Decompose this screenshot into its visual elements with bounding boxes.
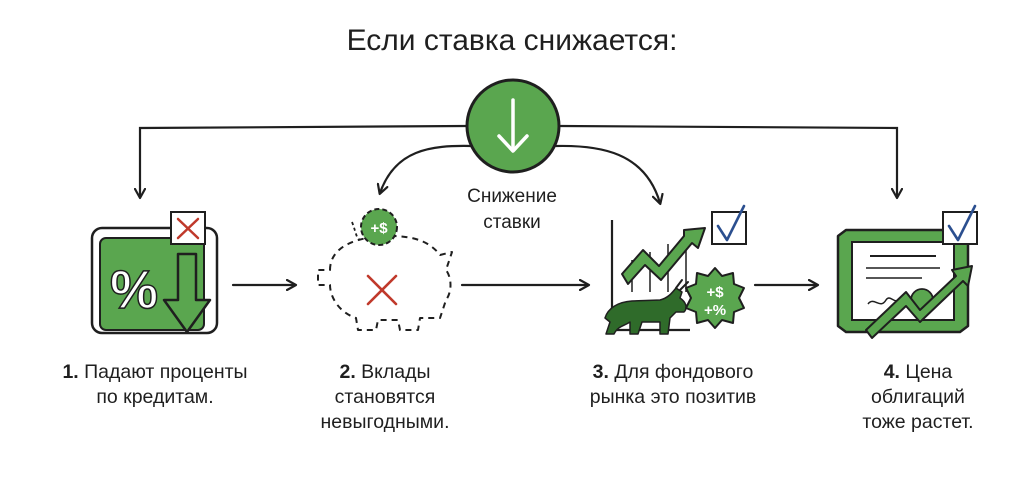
- step-number: 2.: [339, 361, 356, 383]
- step-text: невыгодными.: [320, 411, 450, 433]
- step-2-caption: 2. Вклады становятся невыгодными.: [285, 360, 485, 435]
- rate-decrease-icon: [465, 78, 561, 174]
- step-text: становятся: [334, 386, 436, 408]
- step-text: тоже растет.: [862, 411, 974, 433]
- step3-check-mark: [711, 204, 747, 245]
- step-text: Цена: [905, 361, 953, 383]
- step-text: Падают проценты: [84, 361, 248, 383]
- step4-check-mark: [942, 204, 978, 245]
- arrow-to-step4: [559, 124, 897, 197]
- step-number: 4.: [883, 361, 900, 383]
- center-label: Снижение ставки: [432, 184, 592, 236]
- step-text: облигаций: [871, 386, 965, 408]
- page-title: Если ставка снижается:: [346, 24, 678, 57]
- svg-text:+%: +%: [704, 302, 726, 319]
- step-number: 3.: [592, 361, 609, 383]
- step-text: рынка это позитив: [589, 386, 757, 408]
- step-3-caption: 3. Для фондового рынка это позитив: [548, 360, 798, 410]
- stock-badge: +$ +%: [685, 267, 745, 329]
- arrow-to-step1: [140, 124, 468, 197]
- coin-plus-dollar: +$: [351, 208, 398, 246]
- step-text: Вклады: [361, 361, 431, 383]
- percent-symbol: %: [110, 260, 158, 320]
- bond-certificate-icon: [836, 228, 973, 339]
- arrow-to-step3: [554, 144, 660, 203]
- step-text: по кредитам.: [96, 386, 214, 408]
- connector-arrows: [140, 124, 897, 285]
- step1-cross-mark: [170, 211, 206, 245]
- arrow-to-step2: [380, 144, 474, 193]
- step-4-caption: 4. Цена облигаций тоже растет.: [818, 360, 1018, 435]
- center-label-line2: ставки: [483, 212, 541, 233]
- center-label-line1: Снижение: [467, 186, 557, 207]
- svg-text:+$: +$: [370, 220, 388, 237]
- step-number: 1.: [62, 361, 79, 383]
- percent-down-icon: %: [90, 226, 219, 335]
- step-1-caption: 1. Падают проценты по кредитам.: [30, 360, 280, 410]
- stock-growth-bull-icon: [604, 220, 706, 335]
- piggy-bank-icon: [317, 235, 453, 331]
- step-text: Для фондового: [614, 361, 754, 383]
- bull-silhouette: [604, 287, 687, 335]
- svg-text:+$: +$: [706, 284, 724, 301]
